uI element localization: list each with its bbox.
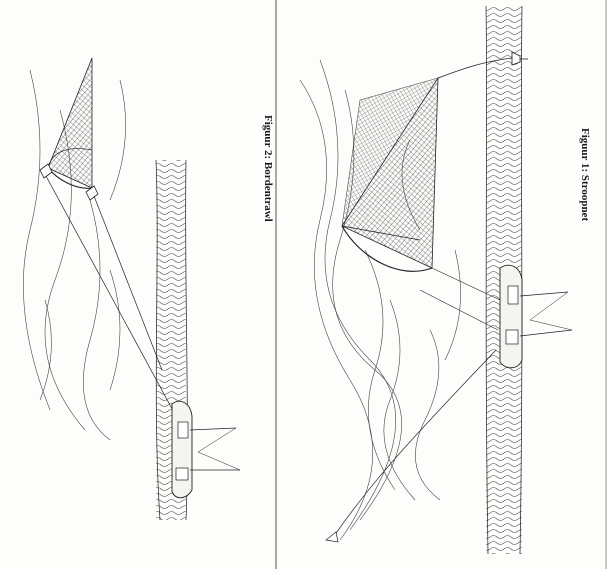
figure-2-caption: Figuur 2: Bordentrawl [262,115,274,222]
otter-board-right [85,185,99,201]
warp-line-2 [93,195,163,371]
otter-board-left [39,163,53,179]
vessel-2 [171,400,241,499]
vessel-1 [499,264,573,369]
trawl-net [47,57,93,189]
warp-line-1 [45,175,179,421]
net-buoy-line [437,57,513,79]
figure-2-illustration [23,57,241,521]
anchor-line [333,349,497,537]
marker-buoy [511,51,528,66]
figure-1-illustration [299,5,573,555]
anchor [325,531,339,543]
figure-1-caption: Figuur 1: Stroopnet [579,128,591,222]
